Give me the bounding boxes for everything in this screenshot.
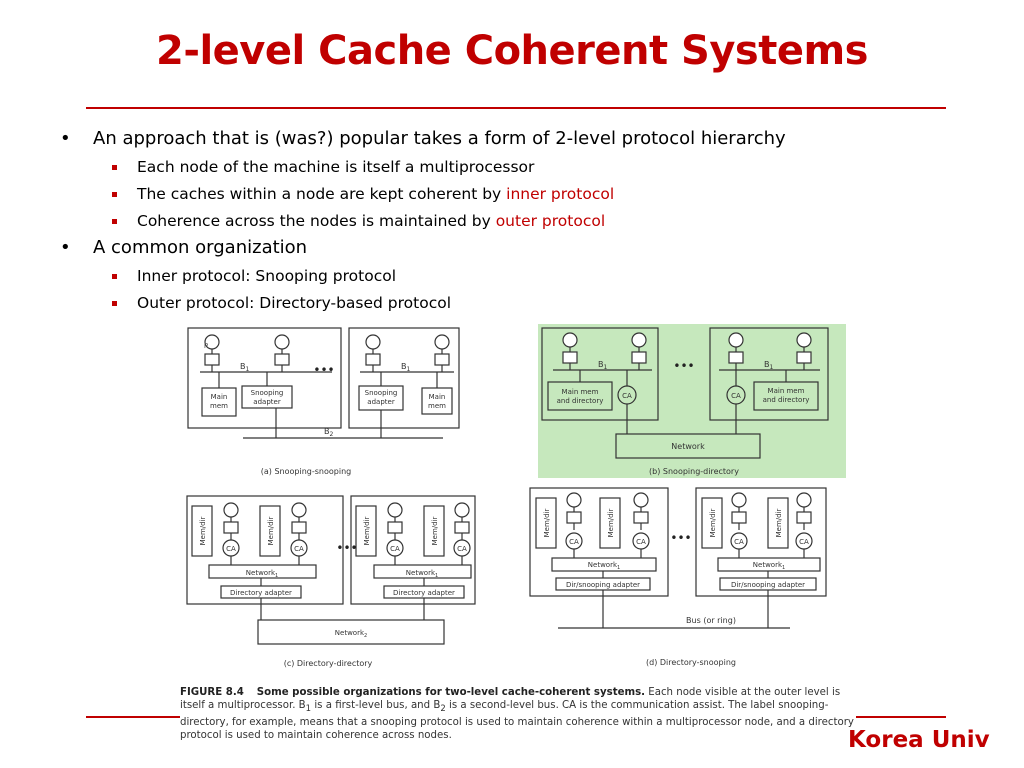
svg-text:mem: mem (210, 402, 228, 410)
svg-text:and directory: and directory (557, 397, 604, 405)
panel-a-diagram: P B1 B1 B2 Main mem Snooping adapter Sno… (187, 327, 460, 476)
svg-text:Mem/dir: Mem/dir (267, 516, 275, 545)
bus-b1-label: B1 (401, 362, 411, 373)
dir-snooping-adapter-label: Dir/snooping adapter (731, 581, 805, 589)
square-bullet-icon (112, 219, 117, 224)
communication-assist-label: CA (226, 545, 236, 553)
svg-text:Mem/dir: Mem/dir (709, 508, 717, 537)
slide-title: 2-level Cache Coherent Systems (156, 28, 868, 74)
main-mem-label: Main (429, 393, 446, 401)
svg-text:CA: CA (636, 538, 646, 546)
svg-text:adapter: adapter (367, 398, 395, 406)
ellipsis-icon: ••• (336, 541, 357, 555)
bus-b1-label: B1 (598, 360, 608, 371)
panel-d-diagram: CA CA CA CA Mem/dir Mem/dir Mem/dir Mem/… (529, 487, 827, 667)
panel-c-diagram: CA CA CA CA Mem/dir Mem/dir Mem/dir Mem/… (186, 495, 476, 668)
mem-dir-label: Mem/dir (543, 508, 551, 537)
bullet-dot-icon: • (60, 128, 71, 149)
figure-caption: FIGURE 8.4 Some possible organizations f… (180, 686, 856, 745)
sub-bullet-item: The caches within a node are kept cohere… (60, 181, 960, 208)
svg-text:CA: CA (294, 545, 304, 553)
directory-adapter-label: Directory adapter (393, 589, 455, 597)
mem-dir-label: Mem/dir (199, 516, 207, 545)
bullet-dot-icon: • (60, 237, 71, 258)
bullet-item: •A common organization (60, 235, 960, 261)
svg-text:Mem/dir: Mem/dir (775, 508, 783, 537)
bus-ring-label: Bus (or ring) (686, 616, 736, 625)
sub-bullet-item: Each node of the machine is itself a mul… (60, 154, 960, 181)
korea-univ-logo: Korea Univ (848, 727, 990, 753)
panel-b-label: (b) Snooping-directory (649, 467, 739, 476)
main-mem-directory-label: Main mem (562, 388, 599, 396)
network1-label: Network1 (753, 561, 785, 571)
sub-bullet-item: Inner protocol: Snooping protocol (60, 263, 960, 290)
snooping-adapter-label: Snooping (365, 389, 398, 397)
bus-b2-label: B2 (324, 427, 334, 438)
figure-number: FIGURE 8.4 (180, 687, 244, 698)
caption-heading: Some possible organizations for two-leve… (256, 687, 646, 698)
communication-assist-label: CA (569, 538, 579, 546)
network1-label: Network1 (588, 561, 620, 571)
panel-c-label: (c) Directory-directory (284, 659, 373, 668)
ellipsis-icon: ••• (673, 359, 694, 373)
network2-label: Network2 (335, 629, 367, 639)
square-bullet-icon (112, 192, 117, 197)
sub-bullet-item: Coherence across the nodes is maintained… (60, 208, 960, 235)
communication-assist-label: CA (731, 392, 741, 400)
svg-text:Mem/dir: Mem/dir (363, 516, 371, 545)
svg-text:CA: CA (734, 538, 744, 546)
cache-coherence-figure: P B1 B1 B2 Main mem Snooping adapter Sno… (186, 327, 829, 668)
ellipsis-icon: ••• (313, 363, 334, 377)
highlight-text: inner protocol (506, 185, 615, 203)
square-bullet-icon (112, 165, 117, 170)
highlight-text: outer protocol (495, 212, 606, 230)
bullet-item: •An approach that is (was?) popular take… (60, 126, 960, 152)
processor-label: P (204, 342, 208, 350)
snooping-adapter-label: Snooping (251, 389, 284, 397)
panel-b-diagram: CA CA Main mem and directory Main mem an… (541, 327, 829, 476)
dir-snooping-adapter-label: Dir/snooping adapter (566, 581, 640, 589)
square-bullet-icon (112, 301, 117, 306)
svg-text:adapter: adapter (253, 398, 281, 406)
network-label: Network (671, 442, 705, 451)
communication-assist-label: CA (622, 392, 632, 400)
svg-text:Mem/dir: Mem/dir (431, 516, 439, 545)
svg-text:CA: CA (457, 545, 467, 553)
network1-label: Network1 (246, 569, 278, 579)
directory-adapter-label: Directory adapter (230, 589, 292, 597)
square-bullet-icon (112, 274, 117, 279)
svg-text:Mem/dir: Mem/dir (607, 508, 615, 537)
bus-b1-label: B1 (240, 362, 250, 373)
main-mem-label: Main (211, 393, 228, 401)
panel-d-label: (d) Directory-snooping (646, 658, 736, 667)
svg-text:CA: CA (799, 538, 809, 546)
sub-bullet-item: Outer protocol: Directory-based protocol (60, 290, 960, 317)
svg-text:and directory: and directory (763, 396, 810, 404)
svg-text:CA: CA (390, 545, 400, 553)
network1-label: Network1 (406, 569, 438, 579)
bus-b1-label: B1 (764, 360, 774, 371)
main-mem-directory-label: Main mem (768, 387, 805, 395)
title-divider (86, 107, 946, 109)
svg-text:mem: mem (428, 402, 446, 410)
snooping-directory-highlight (538, 324, 846, 478)
panel-a-label: (a) Snooping-snooping (261, 467, 351, 476)
bullet-list: •An approach that is (was?) popular take… (60, 126, 960, 317)
ellipsis-icon: ••• (670, 531, 691, 545)
